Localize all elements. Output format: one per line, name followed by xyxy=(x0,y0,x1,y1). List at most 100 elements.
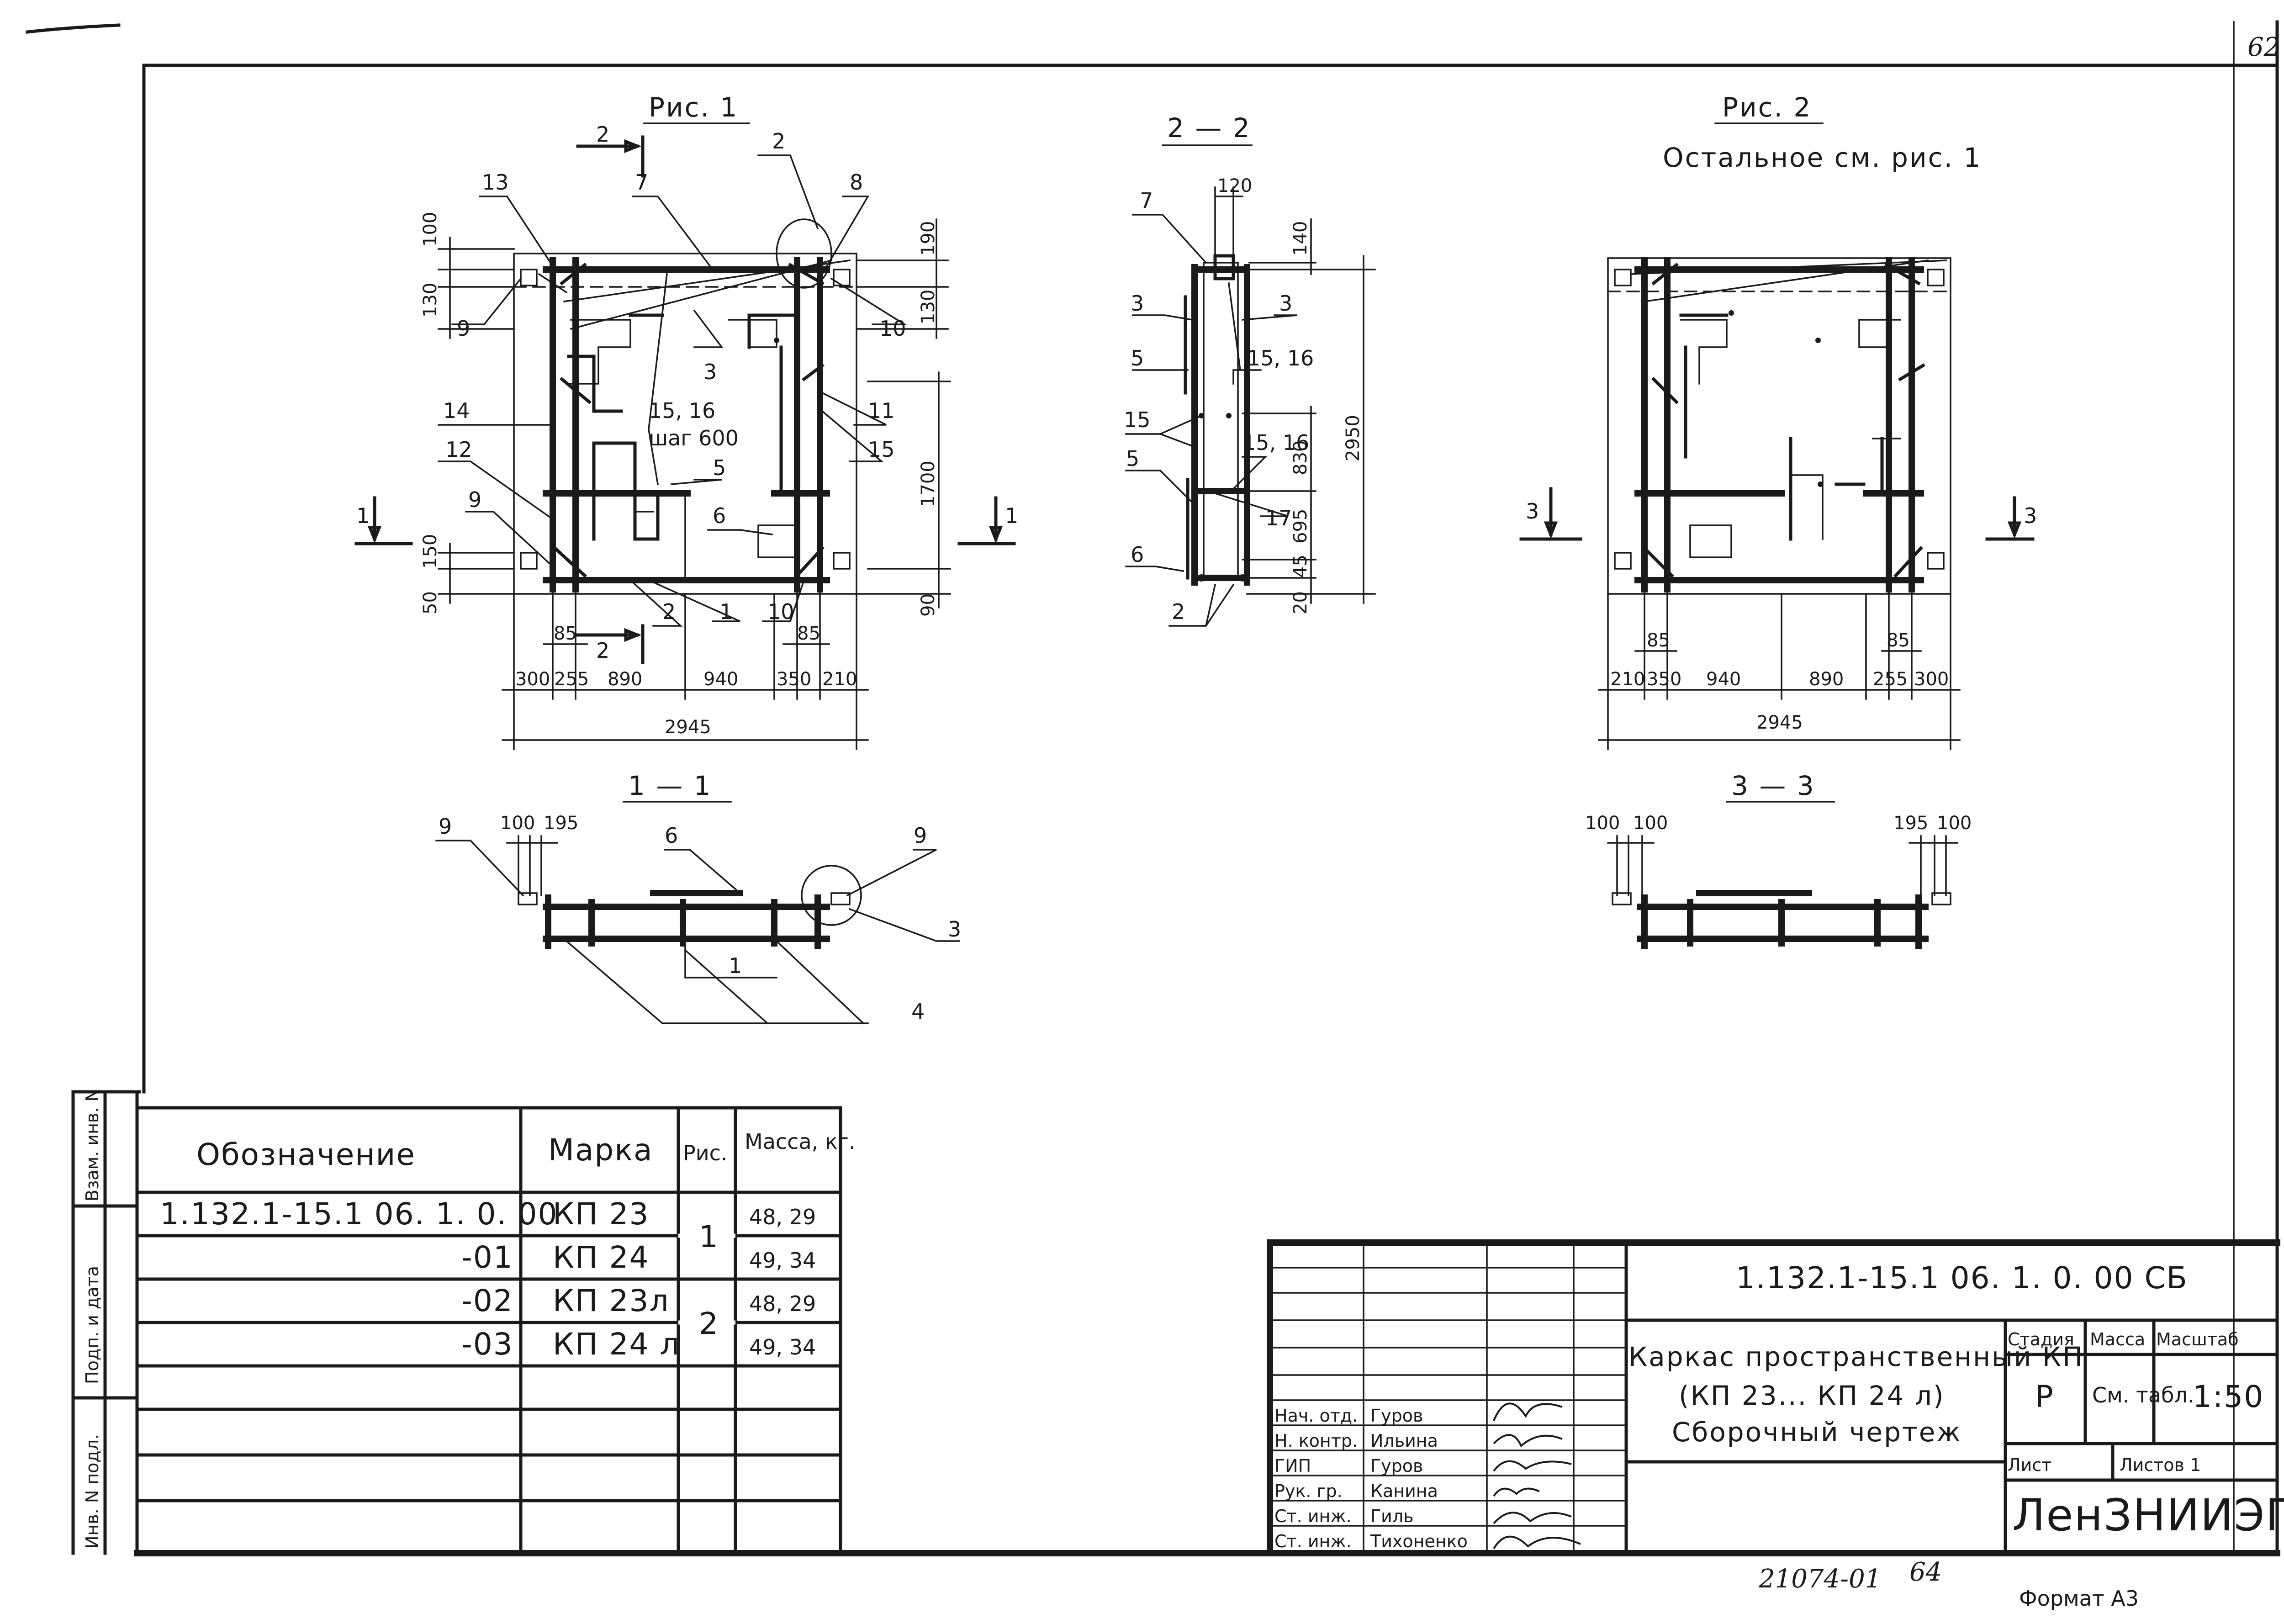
cut-1-mark-left: 1 xyxy=(356,503,370,528)
person-4-role: Рук. гр. xyxy=(1274,1481,1343,1501)
stamp-replace-inv: Взам. инв. N xyxy=(82,1089,102,1201)
sec22-callout-7: 7 xyxy=(1140,188,1153,213)
fig2-dim-300: 300 xyxy=(1914,669,1949,690)
callout-5: 5 xyxy=(713,455,726,480)
dim-50-left: 50 xyxy=(420,591,441,614)
sec33-dim-195: 195 xyxy=(1893,813,1928,834)
sheet-label: Лист xyxy=(2008,1455,2051,1475)
fig2-dim-2945: 2945 xyxy=(1756,712,1803,733)
fig2-dim-85-left: 85 xyxy=(1647,630,1670,651)
dim-210: 210 xyxy=(822,669,857,690)
section-1-1: 1 — 1 9 6 9 3 1 4 100 195 xyxy=(435,770,961,1025)
side-stamp: Взам. инв. N Подп. и дата Инв. N подл. xyxy=(71,1089,141,1555)
figure-2-title: Рис. 2 xyxy=(1722,92,1812,123)
sec22-callout-6: 6 xyxy=(1131,542,1144,567)
callout-11: 11 xyxy=(868,398,895,423)
stage-label: Стадия xyxy=(2008,1329,2074,1349)
section-1-1-title: 1 — 1 xyxy=(628,770,712,801)
spec-row-4-designation: -03 xyxy=(461,1327,513,1362)
dim-150-left: 150 xyxy=(420,534,441,569)
footer-number: 64 xyxy=(1909,1557,1942,1587)
dim-300: 300 xyxy=(515,669,550,690)
callout-15: 15 xyxy=(868,437,895,462)
person-6-role: Ст. инж. xyxy=(1274,1531,1352,1551)
organization-name: ЛенЗНИИЭП xyxy=(2012,1490,2284,1541)
cut-3-mark-left: 3 xyxy=(1526,499,1539,524)
sheets-label: Листов 1 xyxy=(2120,1455,2201,1475)
sec22-callout-17: 17 xyxy=(1265,506,1292,530)
callout-2-top: 2 xyxy=(772,129,785,153)
section-2-2-title: 2 — 2 xyxy=(1167,112,1251,143)
person-6-name: Тихоненко xyxy=(1370,1531,1468,1551)
sec22-dim-695: 695 xyxy=(1290,509,1311,544)
sec22-callout-5-top: 5 xyxy=(1131,346,1144,370)
sec22-callout-2: 2 xyxy=(1172,599,1185,624)
stamp-orig-inv: Инв. N подл. xyxy=(82,1434,102,1549)
sec11-callout-6: 6 xyxy=(665,823,678,848)
section-2-mark-bottom: 2 xyxy=(596,638,609,663)
person-3-name: Гуров xyxy=(1370,1456,1423,1476)
dim-130-left: 130 xyxy=(420,283,441,317)
section-2-2: 2 — 2 7 3 3 5 15, 16 15 15, 16 5 17 6 2 … xyxy=(1124,112,1376,627)
figure-2-note: Остальное см. рис. 1 xyxy=(1663,142,1982,173)
person-2-role: Н. контр. xyxy=(1274,1431,1358,1451)
doc-name-line-3: Сборочный чертеж xyxy=(1672,1417,1962,1448)
dim-2945: 2945 xyxy=(665,717,711,738)
stage-value: Р xyxy=(2035,1379,2054,1414)
callout-7: 7 xyxy=(635,170,648,195)
figure-2-plan: Рис. 2 Остальное см. рис. 1 3 3 85 85 21… xyxy=(1519,92,2037,750)
footer-code: 21074-01 xyxy=(1758,1564,1881,1594)
sec11-callout-3: 3 xyxy=(948,917,961,942)
person-2-name: Ильина xyxy=(1370,1431,1438,1451)
spec-fig-group-2: 2 xyxy=(699,1306,719,1341)
callout-9-bottom: 9 xyxy=(468,487,481,512)
doc-name-line-2: (КП 23... КП 24 л) xyxy=(1679,1380,1945,1411)
spec-row-3-mark: КП 23л xyxy=(553,1283,670,1318)
dim-255: 255 xyxy=(554,669,589,690)
spec-row-1-mass: 48, 29 xyxy=(749,1205,816,1229)
scale-value: 1:50 xyxy=(2193,1379,2264,1414)
dim-940: 940 xyxy=(703,669,738,690)
doc-name-line-1: Каркас пространственный КП xyxy=(1628,1341,2084,1372)
spec-row-2-mark: КП 24 xyxy=(553,1240,649,1275)
footer: 21074-01 64 Формат А3 xyxy=(1758,1557,2139,1611)
cut-3-mark-right: 3 xyxy=(2024,503,2037,528)
sec22-callout-15: 15 xyxy=(1124,407,1151,432)
spec-row-2-designation: -01 xyxy=(461,1240,513,1275)
callout-2-bottom: 2 xyxy=(662,599,676,624)
fig2-dim-350: 350 xyxy=(1647,669,1681,690)
sec22-dim-2950: 2950 xyxy=(1343,415,1364,461)
sec22-dim-20: 20 xyxy=(1290,591,1311,614)
spec-row-1-designation: 1.132.1-15.1 06. 1. 0. 00 xyxy=(160,1196,558,1232)
callout-10-bottom: 10 xyxy=(767,599,794,624)
doc-code: 1.132.1-15.1 06. 1. 0. 00 СБ xyxy=(1736,1260,2188,1296)
callout-1: 1 xyxy=(719,599,733,624)
sec22-dim-45: 45 xyxy=(1290,555,1311,578)
spec-row-1-mark: КП 23 xyxy=(553,1196,649,1232)
page-number: 62 xyxy=(2247,32,2280,62)
dim-1700-right: 1700 xyxy=(918,460,939,507)
fig2-dim-210: 210 xyxy=(1610,669,1645,690)
dim-350: 350 xyxy=(777,669,811,690)
spec-row-3-designation: -02 xyxy=(461,1283,513,1318)
sec22-dim-140: 140 xyxy=(1290,221,1311,256)
person-4-name: Канина xyxy=(1370,1481,1438,1501)
sheet-frame: 62 xyxy=(26,20,2280,1556)
spec-header-fig: Рис. xyxy=(683,1141,728,1165)
person-1-role: Нач. отд. xyxy=(1274,1406,1358,1426)
section-3-3: 3 — 3 100 100 195 100 xyxy=(1585,770,1972,949)
spec-fig-group-1: 1 xyxy=(699,1219,719,1254)
fig2-dim-255: 255 xyxy=(1873,669,1908,690)
section-2-mark-top: 2 xyxy=(596,122,609,147)
spec-row-3-mass: 48, 29 xyxy=(749,1291,816,1316)
sec33-dim-100-b: 100 xyxy=(1633,813,1668,834)
callout-8: 8 xyxy=(850,170,863,195)
figure-1-plan: Рис. 1 2 2 1 1 13 7 2 8 9 10 3 15, 16 ш xyxy=(354,92,1018,750)
signatures xyxy=(1493,1402,1581,1550)
sec22-dim-120: 120 xyxy=(1217,175,1252,196)
stamp-sign-date: Подп. и дата xyxy=(82,1266,102,1384)
section-3-3-title: 3 — 3 xyxy=(1731,770,1815,801)
sec22-callout-5-bottom: 5 xyxy=(1126,446,1139,471)
sec11-callout-9-left: 9 xyxy=(439,814,452,839)
